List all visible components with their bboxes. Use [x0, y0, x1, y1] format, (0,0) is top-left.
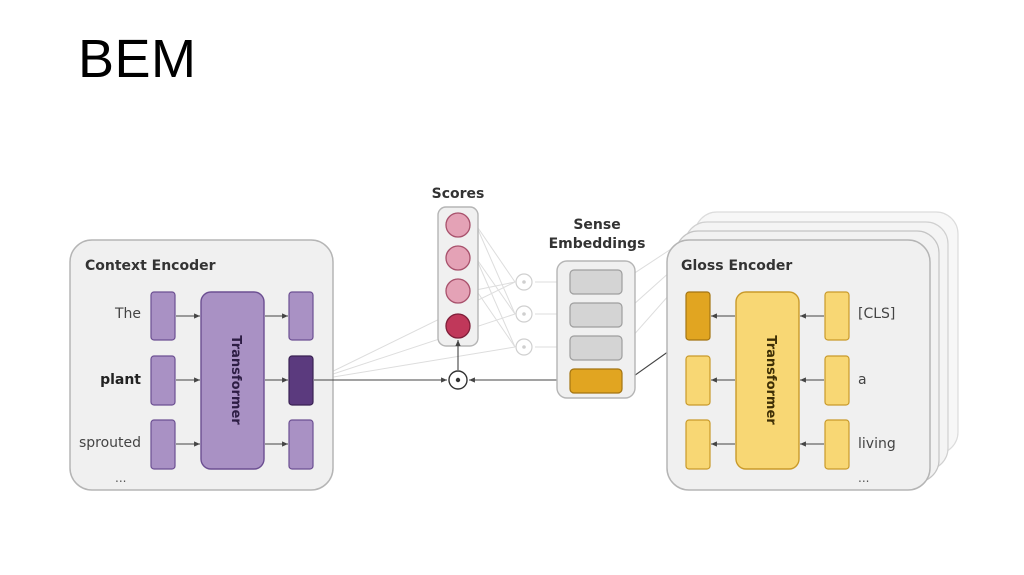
score-2: [445, 245, 471, 271]
sense-embeddings-title-line2: Embeddings: [549, 236, 646, 252]
sense-embedding-3: [569, 335, 623, 361]
gloss-ellipsis: ...: [858, 471, 869, 485]
context-encoder-panel: Context Encoder The plant sprouted ... T…: [69, 239, 334, 491]
sense-embedding-selected: [569, 368, 623, 394]
context-transformer-block: [200, 291, 265, 470]
context-input-1: [150, 291, 176, 341]
scores-title: Scores: [432, 186, 485, 202]
context-output-plant: [288, 355, 314, 406]
scores-group: Scores: [432, 186, 485, 347]
score-1: [445, 212, 471, 238]
sense-embeddings-group: Sense Embeddings: [549, 217, 646, 399]
context-token-plant: plant: [100, 372, 141, 388]
gloss-input-1: [824, 291, 850, 341]
gloss-output-3: [685, 419, 711, 470]
context-token-the: The: [114, 306, 141, 322]
gloss-transformer-block: [735, 291, 800, 470]
score-4: [445, 313, 471, 339]
gloss-token-living: living: [858, 436, 896, 452]
gloss-output-cls: [685, 291, 711, 341]
score-3: [445, 278, 471, 304]
gloss-encoder-stack: [666, 211, 959, 491]
sense-embedding-1: [569, 269, 623, 295]
sense-embeddings-title-line1: Sense: [573, 217, 620, 233]
context-input-2: [150, 355, 176, 406]
context-output-1: [288, 291, 314, 341]
context-token-sprouted: sprouted: [79, 435, 141, 451]
sense-embedding-2: [569, 302, 623, 328]
context-input-3: [150, 419, 176, 470]
gloss-encoder-panel: Gloss Encoder Transformer [CLS] a living…: [681, 258, 896, 485]
gloss-transformer-label: Transformer: [763, 335, 778, 425]
gloss-input-3: [824, 419, 850, 470]
gloss-input-2: [824, 355, 850, 406]
context-transformer-label: Transformer: [228, 335, 243, 425]
context-output-3: [288, 419, 314, 470]
gloss-token-a: a: [858, 372, 867, 388]
slide-title: BEM: [78, 29, 197, 89]
context-encoder-title: Context Encoder: [85, 258, 216, 274]
gloss-encoder-title: Gloss Encoder: [681, 258, 792, 274]
dot-product-operator: [448, 370, 468, 390]
gloss-output-2: [685, 355, 711, 406]
context-ellipsis: ...: [115, 471, 126, 485]
gloss-token-cls: [CLS]: [858, 306, 895, 322]
